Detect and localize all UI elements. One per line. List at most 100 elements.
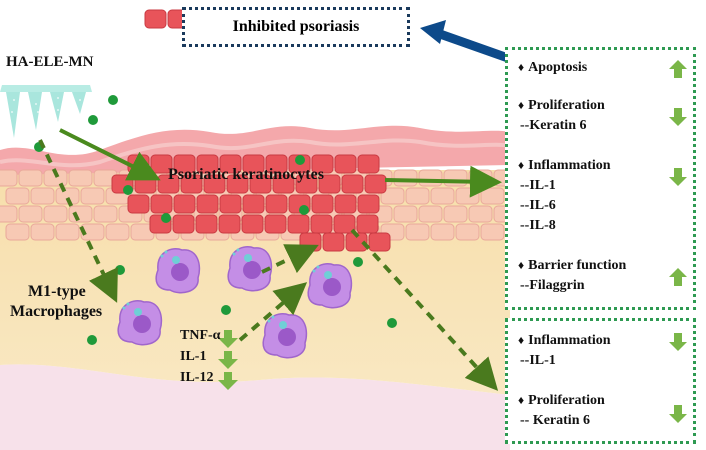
nanoparticles	[34, 95, 397, 345]
psoriatic-keratinocyte-cell	[287, 214, 310, 234]
psoriatic-keratinocyte-cell	[157, 174, 180, 194]
psoriatic-keratinocyte-cell	[272, 174, 295, 194]
normal-keratinocyte-cell	[43, 205, 68, 223]
psoriatic-keratinocyte-cell	[333, 214, 356, 234]
macrophage-to-skin-arrow-2	[261, 244, 319, 274]
lower-tissue	[0, 364, 510, 450]
keratinocytes-label: Psoriatic keratinocytes	[168, 166, 324, 183]
psoriatic-keratinocyte-cell	[264, 214, 287, 234]
nanoparticle-dot	[88, 115, 98, 125]
macrophage-proliferation-item: ♦Proliferation	[518, 393, 605, 408]
psoriatic-keratinocyte-cell	[249, 174, 272, 194]
psoriatic-keratinocyte-cell	[310, 214, 333, 234]
normal-keratinocyte-cell	[443, 169, 468, 187]
normal-keratinocyte-cell	[468, 205, 493, 223]
nanoparticle-dot	[123, 185, 133, 195]
down-arrow-icon	[218, 351, 238, 369]
normal-keratinocyte-cell	[30, 187, 55, 205]
psoriatic-keratinocyte-cell	[322, 232, 345, 252]
psoriatic-keratinocyte-cell	[150, 194, 173, 214]
macrophage-label-line2: Macrophages	[10, 303, 103, 320]
psoriatic-keratinocyte-cell	[226, 174, 249, 194]
normal-keratinocyte-cell	[105, 223, 130, 241]
psoriatic-keratinocyte-cell	[127, 194, 150, 214]
filaggrin-marker: --Filaggrin	[520, 278, 585, 293]
inflammation-item: ♦Inflammation	[518, 158, 611, 173]
nanoparticle-dot	[387, 318, 397, 328]
psoriatic-keratinocyte-cell	[173, 194, 196, 214]
keratinocyte-trend-arrows	[669, 60, 687, 286]
cytokine-down-arrows	[218, 330, 238, 390]
outcome-label: Inhibited psoriasis	[232, 18, 360, 35]
psoriatic-keratinocyte-cell	[295, 174, 318, 194]
normal-keratinocyte-cell	[18, 205, 43, 223]
psoriatic-keratinocyte-cell	[196, 154, 219, 174]
normal-keratinocyte-cell	[68, 205, 93, 223]
psoriatic-keratinocyte-cell	[218, 214, 241, 234]
psoriatic-keratinocyte-cell	[196, 194, 219, 214]
normal-keratinocyte-cell	[455, 187, 480, 205]
normal-keratinocyte-cell	[418, 205, 443, 223]
psoriatic-keratinocyte-cell	[144, 9, 167, 29]
nanoparticle-dot	[353, 257, 363, 267]
normal-keratinocyte-cell	[5, 187, 30, 205]
psoriatic-keratinocyte-cell	[241, 214, 264, 234]
normal-keratinocyte-cell	[405, 223, 430, 241]
normal-keratinocyte-cell	[480, 223, 505, 241]
normal-keratinocyte-cell	[380, 187, 405, 205]
cytokine-il1: IL-1	[180, 349, 207, 364]
normal-keratinocyte-cell	[93, 205, 118, 223]
macrophage-il1-marker: --IL-1	[520, 353, 556, 368]
nanoparticle-dot	[87, 335, 97, 345]
cytokine-tnf: TNF-α	[180, 328, 221, 343]
psoriatic-keratinocyte-cell	[318, 174, 341, 194]
macrophage-cell	[227, 246, 273, 292]
inflammation-down-arrow-icon	[669, 168, 687, 186]
macrophage-effects-panel: ♦Inflammation --IL-1 ♦Proliferation -- K…	[505, 318, 696, 444]
keratinocytes-to-panel-arrow	[384, 165, 502, 198]
keratinocyte-effects-panel: ♦Apoptosis ♦Proliferation --Keratin 6 ♦I…	[505, 47, 696, 310]
psoriatic-keratinocyte-cell	[203, 174, 226, 194]
psoriatic-keratinocyte-cell	[364, 174, 387, 194]
nanoparticle-dot	[161, 213, 171, 223]
psoriatic-keratinocyte-cell	[180, 174, 203, 194]
normal-keratinocyte-cell	[80, 187, 105, 205]
il1-marker: --IL-1	[520, 178, 556, 193]
nanoparticle-dot	[221, 305, 231, 315]
normal-keratinocyte-cell	[393, 205, 418, 223]
normal-keratinocyte-cell	[30, 223, 55, 241]
down-arrow-icon	[218, 330, 238, 348]
normal-keratinocyte-cell	[430, 223, 455, 241]
psoriatic-keratinocyte-cell	[219, 154, 242, 174]
macrophage-proliferation-down-arrow-icon	[669, 405, 687, 423]
psoriatic-keratinocyte-cell	[219, 194, 242, 214]
normal-keratinocyte-cell	[55, 223, 80, 241]
psoriatic-keratinocyte-cell	[368, 232, 391, 252]
apoptosis-up-arrow-icon	[669, 60, 687, 78]
psoriatic-keratinocyte-cell	[134, 174, 157, 194]
macrophage-keratin6-marker: -- Keratin 6	[520, 413, 590, 428]
microneedle-to-keratinocytes-arrow	[59, 128, 161, 181]
psoriatic-keratinocyte-cell	[242, 194, 265, 214]
normal-keratinocyte-cell	[0, 205, 18, 223]
psoriatic-keratinocyte-cell	[356, 214, 379, 234]
barrier-function-item: ♦Barrier function	[518, 258, 627, 273]
psoriatic-keratinocyte-cell	[357, 154, 380, 174]
macrophage-trend-arrows	[669, 333, 687, 423]
down-arrow-icon	[218, 372, 238, 390]
barrier-up-arrow-icon	[669, 268, 687, 286]
psoriatic-keratinocyte-cell	[173, 154, 196, 174]
psoriatic-keratinocyte-cell	[195, 214, 218, 234]
normal-keratinocyte-cell	[5, 223, 30, 241]
macrophage-cells	[117, 246, 353, 359]
nanoparticle-dot	[108, 95, 118, 105]
macrophage-inflammation-item: ♦Inflammation	[518, 333, 611, 348]
proliferation-down-arrow-icon	[669, 108, 687, 126]
normal-keratinocyte-cell	[0, 169, 18, 187]
nanoparticle-dot	[115, 265, 125, 275]
normal-keratinocyte-cell	[480, 187, 505, 205]
psoriatic-keratinocyte-cell	[311, 154, 334, 174]
treatment-label: HA-ELE-MN	[6, 54, 94, 70]
macrophage-to-skin-arrow-1	[238, 282, 308, 342]
